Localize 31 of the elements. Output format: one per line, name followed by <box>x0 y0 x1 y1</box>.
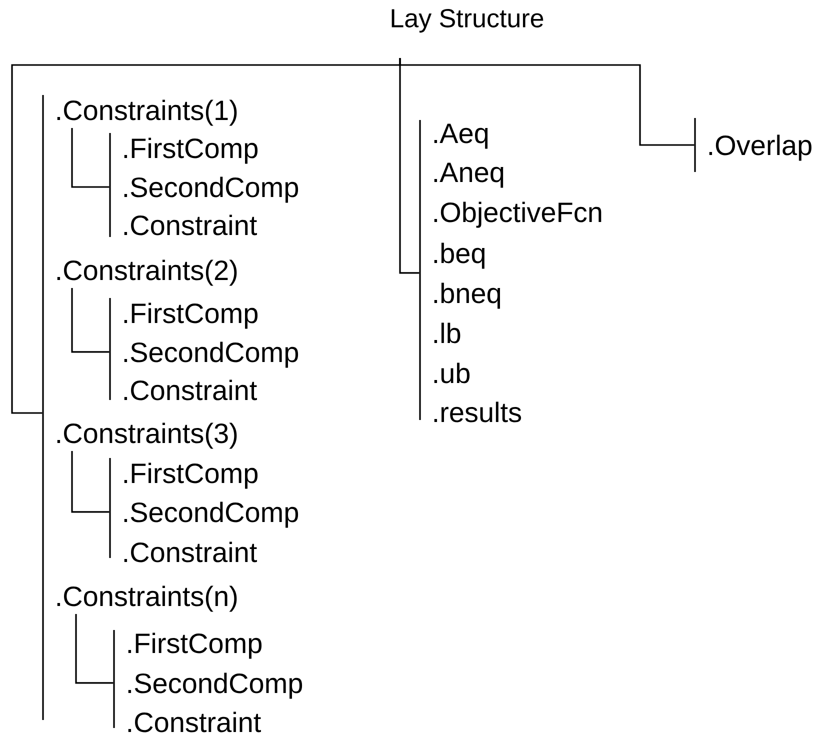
tree-item: .SecondComp <box>124 342 298 368</box>
tree-connector <box>75 614 114 684</box>
tree-item: .Constraint <box>128 712 261 732</box>
tree-item: .Constraint <box>124 380 257 400</box>
tree-item: .Constraints(3) <box>57 422 237 449</box>
tree-connector <box>71 128 110 188</box>
tree-connector <box>71 288 110 353</box>
tree-item: .FirstComp <box>124 302 258 329</box>
tree-item: .Constraint <box>124 214 257 236</box>
tree-item: .ObjectiveFcn <box>434 202 602 228</box>
tree-item: .Constraints(n) <box>57 586 237 612</box>
tree-item: .Constraint <box>124 542 257 562</box>
tree-item: .SecondComp <box>124 176 298 203</box>
tree-item: .ub <box>434 362 470 384</box>
root-label: Lay Structure <box>392 9 544 33</box>
tree-connector <box>71 451 110 513</box>
tree-item: .FirstComp <box>124 138 258 164</box>
tree-item: .FirstComp <box>128 632 262 659</box>
tree-item: .SecondComp <box>124 502 298 528</box>
tree-item: .Constraints(2) <box>57 260 237 286</box>
tree-item: .Constraints(1) <box>57 100 237 126</box>
tree-item: .Overlap <box>709 134 812 161</box>
tree-item: .FirstComp <box>124 462 258 489</box>
tree-item: .bneq <box>434 282 500 309</box>
tree-item: .results <box>434 402 522 422</box>
tree-item: .beq <box>434 242 484 269</box>
tree-item: .SecondComp <box>128 672 302 699</box>
tree-item: .lb <box>434 322 460 344</box>
tree-item: .Aeq <box>434 124 488 149</box>
tree-item: .Aneq <box>434 162 504 188</box>
tree-connector <box>399 58 694 146</box>
